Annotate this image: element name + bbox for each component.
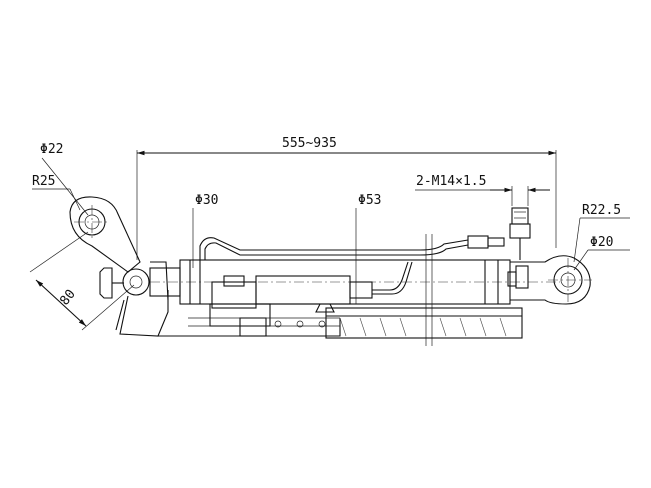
- overall-length-label: 555~935: [282, 136, 337, 151]
- port-thread-label: 2-M14×1.5: [416, 174, 486, 189]
- left-pin-diameter-label: Φ22: [40, 142, 63, 157]
- left-eye-mount: Φ22 R25: [32, 142, 141, 273]
- cylinder-barrel: Φ53: [179, 193, 511, 346]
- right-eye-radius-label: R22.5: [582, 203, 621, 218]
- hydraulic-tubes: [199, 235, 505, 295]
- right-pin-diameter-label: Φ20: [590, 235, 613, 250]
- left-offset-dimension: 80: [29, 231, 135, 331]
- rod-diameter-label: Φ30: [195, 193, 218, 208]
- rear-pivot-bracket: [99, 261, 341, 337]
- cylinder-diameter-label: Φ53: [358, 193, 381, 208]
- valve-block: [188, 275, 373, 337]
- port-fittings: 2-M14×1.5: [415, 174, 550, 289]
- right-eye-mount: R22.5 Φ20: [510, 203, 630, 305]
- left-eye-radius-label: R25: [32, 174, 55, 189]
- left-offset-label: 80: [57, 287, 78, 309]
- lower-track: [325, 307, 523, 339]
- overall-length-dimension: 555~935: [136, 136, 557, 260]
